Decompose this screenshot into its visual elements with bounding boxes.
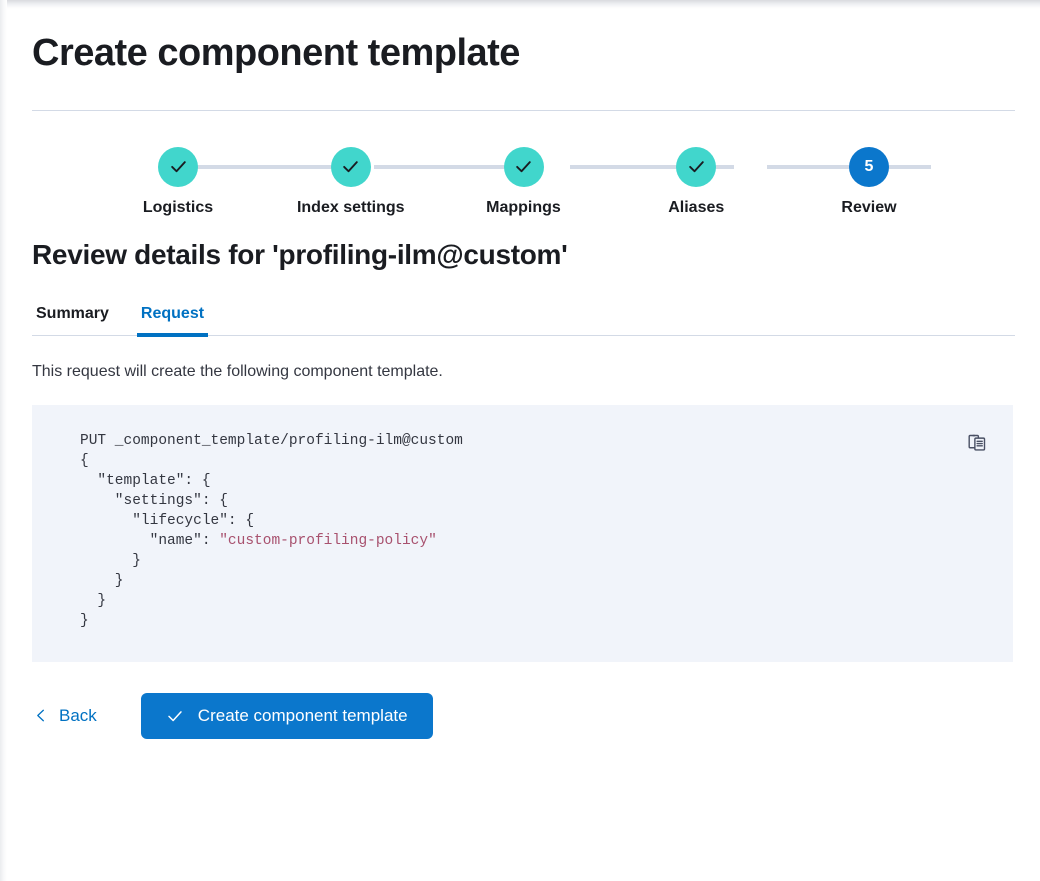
page-title: Create component template bbox=[32, 32, 520, 74]
check-icon bbox=[516, 161, 531, 173]
step-connector bbox=[178, 164, 348, 169]
tab-request[interactable]: Request bbox=[136, 305, 209, 337]
step-status-indicator bbox=[158, 146, 198, 187]
step-label: Mappings bbox=[486, 198, 561, 216]
header-divider bbox=[32, 109, 1015, 111]
check-icon bbox=[170, 161, 186, 173]
code-line: "lifecycle": { bbox=[80, 512, 255, 529]
clipboard-copy-icon bbox=[967, 435, 985, 451]
code-line-key: "name": bbox=[80, 532, 220, 549]
wizard-step-aliases[interactable]: Aliases bbox=[616, 146, 776, 217]
code-line: } bbox=[80, 592, 107, 609]
check-icon bbox=[168, 710, 182, 722]
wizard-stepper: Logistics Index settings Mappings Aliase… bbox=[32, 146, 1015, 229]
wizard-step-index-settings[interactable]: Index settings bbox=[271, 146, 431, 217]
create-component-template-page: Create component template Logistics Inde… bbox=[32, 32, 1016, 739]
review-tabs: Summary Request bbox=[32, 305, 1015, 337]
step-label: Logistics bbox=[142, 198, 214, 216]
code-line: { bbox=[80, 452, 89, 469]
chevron-left-icon bbox=[37, 709, 44, 722]
check-icon bbox=[343, 161, 359, 173]
wizard-step-mappings[interactable]: Mappings bbox=[444, 146, 604, 217]
code-line: "settings": { bbox=[80, 492, 228, 509]
check-icon bbox=[688, 161, 704, 173]
step-label: Aliases bbox=[668, 198, 725, 216]
tab-summary[interactable]: Summary bbox=[32, 305, 113, 335]
create-component-template-label: Create component template bbox=[197, 705, 408, 725]
step-status-indicator bbox=[330, 146, 371, 187]
step-label: Index settings bbox=[296, 198, 405, 216]
code-line: } bbox=[80, 612, 89, 629]
step-label: Review bbox=[841, 198, 897, 216]
code-line: PUT _component_template/profiling-ilm@cu… bbox=[80, 432, 463, 449]
request-code-block: PUT _component_template/profiling-ilm@cu… bbox=[32, 404, 1013, 662]
back-button-label: Back bbox=[59, 705, 97, 725]
step-status-indicator bbox=[503, 146, 544, 187]
code-line: "template": { bbox=[80, 472, 211, 489]
step-connector bbox=[374, 164, 540, 169]
step-status-indicator bbox=[676, 146, 717, 187]
code-line: } bbox=[80, 572, 124, 589]
wizard-step-review[interactable]: 5 Review bbox=[789, 146, 949, 217]
step-status-indicator: 5 bbox=[849, 146, 889, 187]
review-section-title: Review details for 'profiling-ilm@custom… bbox=[32, 238, 568, 270]
request-code-text: PUT _component_template/profiling-ilm@cu… bbox=[56, 431, 989, 631]
code-line: } bbox=[80, 552, 141, 569]
clipboard-copy-icon[interactable] bbox=[963, 429, 991, 457]
step-connector bbox=[570, 164, 734, 169]
wizard-step-logistics[interactable]: Logistics bbox=[98, 146, 258, 217]
wizard-actions: Back Create component template bbox=[32, 692, 1016, 739]
back-button[interactable]: Back bbox=[32, 700, 99, 732]
code-line-string-value: "custom-profiling-policy" bbox=[219, 532, 437, 549]
request-description: This request will create the following c… bbox=[32, 362, 443, 380]
create-component-template-button[interactable]: Create component template bbox=[140, 692, 433, 739]
